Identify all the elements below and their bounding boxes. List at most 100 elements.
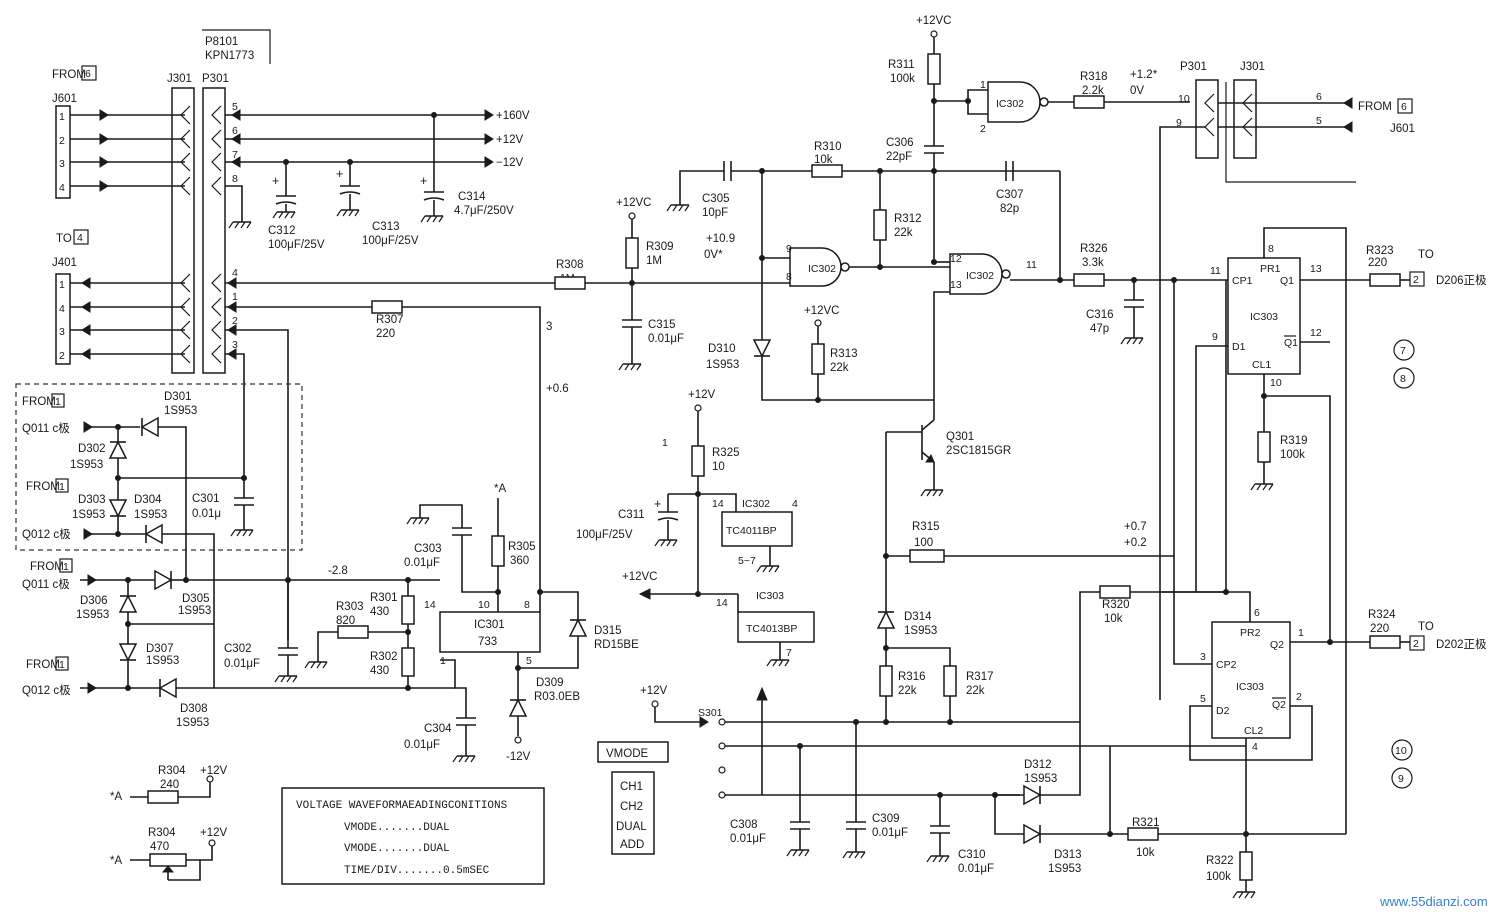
r315-value: 100 xyxy=(914,537,933,549)
c313-label: C313 xyxy=(372,221,400,233)
r313-12vc: +12VC xyxy=(804,305,839,317)
r315-label: R315 xyxy=(912,521,940,533)
r318-value: 2.2k xyxy=(1082,85,1104,97)
marker-7: 7 xyxy=(1400,345,1406,357)
r325-label: R325 xyxy=(712,447,740,459)
q011-label-b: Q011 c极 xyxy=(22,577,70,591)
input-diode-block: FROM 1 Q011 c极 D301 1S953 D302 1S953 C30… xyxy=(15,383,303,688)
from1-label-a: FROM xyxy=(22,396,56,408)
d314-label: D314 xyxy=(904,611,932,623)
ic302-gate-b: IC302 xyxy=(966,270,994,282)
ff2-qb: Q2 xyxy=(1272,699,1286,711)
rail-m12v: −12V xyxy=(496,157,524,169)
c301-value: 0.01μ xyxy=(192,508,221,520)
d301-label: D301 xyxy=(164,391,192,403)
ff2-pin-6: 6 xyxy=(1254,607,1260,619)
r304a-value: 240 xyxy=(160,779,179,791)
c316-value: 47p xyxy=(1090,323,1109,335)
ic302-gate-top: IC302 xyxy=(996,98,1024,110)
r-j301-label: J301 xyxy=(1240,61,1265,73)
r325-12v: +12V xyxy=(688,389,716,401)
r311-value: 100k xyxy=(890,73,915,85)
s301-label: S301 xyxy=(698,707,723,719)
d307-value: 1S953 xyxy=(146,655,179,667)
c303-label: C303 xyxy=(414,543,442,555)
c306-value: 22pF xyxy=(886,151,912,163)
ic303-box-label: IC303 xyxy=(756,590,784,602)
r-from-num: 6 xyxy=(1401,101,1407,113)
c310-label: C310 xyxy=(958,849,986,861)
to-d202-label: TO xyxy=(1418,621,1434,633)
ff2-cl: CL2 xyxy=(1244,725,1263,737)
c315-label: C315 xyxy=(648,319,676,331)
r323-value: 220 xyxy=(1368,257,1387,269)
r326-label: R326 xyxy=(1080,243,1108,255)
ff2-q: Q2 xyxy=(1270,639,1284,651)
r309-label: R309 xyxy=(646,241,674,253)
c307-label: C307 xyxy=(996,189,1024,201)
r322-label: R322 xyxy=(1206,855,1234,867)
from6-number: 6 xyxy=(85,68,91,80)
c311-label: C311 xyxy=(618,509,645,521)
ff1-cp: CP1 xyxy=(1232,275,1253,287)
d304-value: 1S953 xyxy=(134,509,167,521)
svg-text:+: + xyxy=(336,167,343,181)
c310-value: 0.01μF xyxy=(958,863,994,875)
ff1-d: D1 xyxy=(1232,341,1246,353)
r308-label: R308 xyxy=(556,259,584,271)
j301-label: J301 xyxy=(167,73,192,85)
r-j601-label: J601 xyxy=(1390,123,1415,135)
j601-pin-4: 4 xyxy=(59,182,65,194)
bottom-capacitors: C308 0.01μF C309 0.01μF C310 0.01μF xyxy=(730,719,994,875)
r303-value: 820 xyxy=(336,615,355,627)
j401-pin-4: 4 xyxy=(59,303,65,315)
r-pin-10: 10 xyxy=(1178,93,1190,105)
gate-b-pin-11: 11 xyxy=(1026,259,1037,271)
ff1-pr: PR1 xyxy=(1260,263,1281,275)
p301-pin-7: 7 xyxy=(232,149,238,161)
from1-label-b: FROM xyxy=(26,481,60,493)
d303-label: D303 xyxy=(78,494,106,506)
c303-value: 0.01μF xyxy=(404,557,440,569)
to-d206-num: 2 xyxy=(1413,274,1419,286)
v12star-label: +1.2* xyxy=(1130,69,1158,81)
to4-number: 4 xyxy=(77,232,83,244)
ff2-pin-2: 2 xyxy=(1296,691,1302,703)
ic302-box-pin-4: 4 xyxy=(792,498,798,510)
r301-label: R301 xyxy=(370,592,398,604)
watermark: www.55dianzi.com xyxy=(1379,894,1488,909)
d315-label: D315 xyxy=(594,625,622,637)
d312-label: D312 xyxy=(1024,759,1052,771)
r313-value: 22k xyxy=(830,362,849,374)
d304-label: D304 xyxy=(134,494,162,506)
c304-value: 0.01μF xyxy=(404,739,440,751)
to-d206-label: TO xyxy=(1418,249,1434,261)
star-a-1: *A xyxy=(110,791,122,803)
ic302-box-type: TC4011BP xyxy=(726,525,777,537)
c305-value: 10pF xyxy=(702,207,728,219)
r309-12vc: +12VC xyxy=(616,197,651,209)
d303-value: 1S953 xyxy=(72,509,105,521)
ic301-pin-8: 8 xyxy=(524,599,530,611)
ff1-pin-9: 9 xyxy=(1212,331,1218,343)
ff2-pin-3: 3 xyxy=(1200,651,1206,663)
d306-value: 1S953 xyxy=(76,609,109,621)
ff2-cp: CP2 xyxy=(1216,659,1237,671)
d309-label: D309 xyxy=(536,677,564,689)
r310-label: R310 xyxy=(814,141,842,153)
r318-label: R318 xyxy=(1080,71,1108,83)
c306-label: C306 xyxy=(886,137,914,149)
from1-num-b: 1 xyxy=(59,481,65,493)
p301-pin-3: 3 xyxy=(232,339,238,351)
r317-value: 22k xyxy=(966,685,985,697)
r317-label: R317 xyxy=(966,671,994,683)
j601-pin-2: 2 xyxy=(59,135,65,147)
c314-value: 4.7μF/250V xyxy=(454,205,514,217)
r305-label: R305 xyxy=(508,541,536,553)
d308-label: D308 xyxy=(180,703,208,715)
ff2-pin-1: 1 xyxy=(1298,627,1304,639)
p301-pin-2: 2 xyxy=(232,315,238,327)
c312-value: 100μF/25V xyxy=(268,239,325,251)
v0star-label: 0V* xyxy=(704,249,723,261)
r307-value: 220 xyxy=(376,328,395,340)
